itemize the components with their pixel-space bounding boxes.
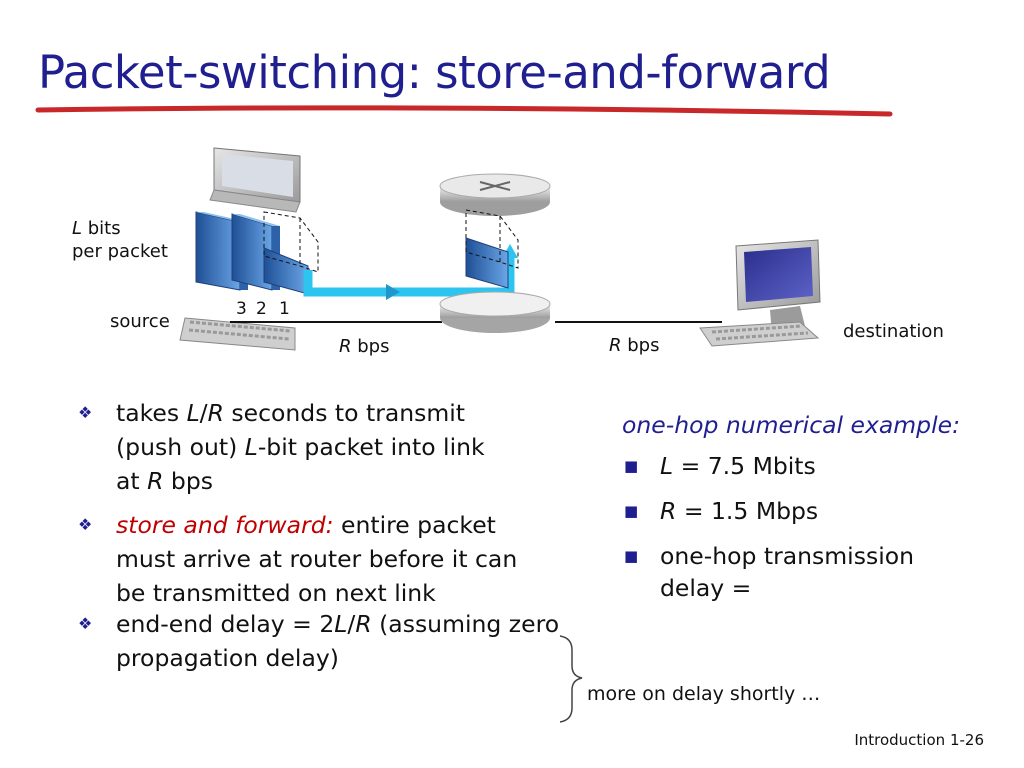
brace: [559, 635, 583, 723]
destination-computer-icon: [699, 239, 821, 347]
numerical-example: one-hop numerical example: ■ L = 7.5 Mbi…: [622, 408, 1002, 617]
packet-at-router: [465, 209, 519, 289]
link-1-rate-label: R bps: [339, 336, 390, 357]
bullet-list: ❖ takes L/R seconds to transmit (push ou…: [78, 396, 578, 675]
diamond-bullet-icon: ❖: [78, 403, 93, 422]
side-note: more on delay shortly …: [587, 683, 821, 705]
example-item-delay: ■ one-hop transmission delay =: [624, 542, 914, 602]
packet-number-3: 3: [236, 299, 247, 319]
square-bullet-icon: ■: [624, 457, 639, 475]
footer-label: Introduction: [854, 731, 946, 749]
source-label: source: [110, 311, 170, 332]
packet-number-2: 2: [256, 299, 267, 319]
bullet-store-and-forward: ❖ store and forward: entire packet must …: [78, 508, 536, 610]
source-computer-icon: [179, 147, 301, 351]
example-item-l: ■ L = 7.5 Mbits: [624, 452, 816, 480]
per-packet-label: per packet: [72, 241, 168, 262]
example-heading: one-hop numerical example:: [622, 411, 960, 439]
slide-title: Packet-switching: store-and-forward: [38, 46, 831, 99]
diamond-bullet-icon: ❖: [78, 515, 93, 534]
link-2-rate-label: R bps: [609, 335, 660, 356]
bullet-end-end-delay: ❖ end-end delay = 2L/R (assuming zero pr…: [78, 607, 566, 675]
packet-number-1: 1: [279, 299, 290, 319]
bullet-transmit-time: ❖ takes L/R seconds to transmit (push ou…: [78, 396, 496, 498]
page-number: 1-26: [949, 731, 984, 749]
router-icon: [439, 173, 551, 333]
slide-footer: Introduction 1-26: [854, 731, 984, 749]
example-item-r: ■ R = 1.5 Mbps: [624, 497, 819, 525]
diamond-bullet-icon: ❖: [78, 614, 93, 633]
l-bits-label: L bits: [72, 218, 121, 239]
destination-label: destination: [843, 321, 944, 342]
square-bullet-icon: ■: [624, 547, 639, 565]
square-bullet-icon: ■: [624, 502, 639, 520]
